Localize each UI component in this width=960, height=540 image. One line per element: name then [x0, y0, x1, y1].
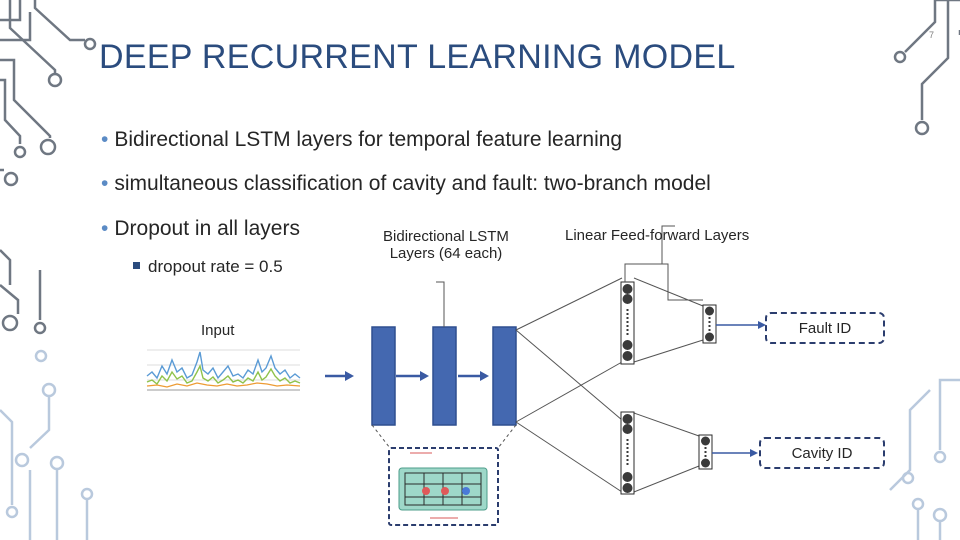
lstm-layer-3 [492, 326, 517, 426]
bullet-item: •Bidirectional LSTM layers for temporal … [101, 128, 623, 151]
signal-series-3 [146, 382, 301, 388]
output-layer-fault [702, 304, 766, 344]
circuit-decoration-left [0, 0, 97, 335]
input-signal-plot [146, 349, 301, 391]
slide-title: DEEP RECURRENT LEARNING MODEL [99, 38, 736, 76]
fault-id-output: Fault ID [765, 312, 885, 344]
input-label: Input [201, 322, 235, 339]
feed-forward-label: Linear Feed-forward Layers [565, 227, 750, 244]
output-layer-cavity [698, 434, 758, 470]
lstm-cell-callout [371, 424, 517, 526]
lstm-label-connector [436, 281, 445, 327]
circuit-decoration-left-light [0, 349, 94, 540]
lstm-layer-2 [432, 326, 457, 426]
circuit-decoration-right-light [889, 378, 960, 540]
branch-connections [515, 277, 704, 493]
cavity-id-output: Cavity ID [759, 437, 885, 469]
lstm-layers-label: Bidirectional LSTM Layers (64 each) [383, 228, 509, 262]
bullet-item: •simultaneous classification of cavity a… [101, 172, 711, 195]
ff-label-brackets [624, 225, 703, 301]
signal-series-2 [146, 363, 301, 386]
bullet-icon: • [101, 172, 109, 195]
page-number: 7 [929, 30, 935, 40]
bullet-icon: • [101, 217, 109, 240]
sub-bullet-item: dropout rate = 0.5 [133, 257, 283, 277]
flow-arrows [325, 371, 489, 381]
lstm-layer-1 [371, 326, 396, 426]
dense-layer-fault [620, 281, 635, 365]
square-bullet-icon [133, 262, 140, 269]
bullet-item: •Dropout in all layers [101, 217, 300, 240]
circuit-decoration-right [893, 0, 960, 136]
dense-layer-cavity [620, 411, 635, 495]
lstm-layers [371, 326, 517, 426]
bullet-icon: • [101, 128, 109, 151]
signal-series-1 [146, 351, 301, 380]
